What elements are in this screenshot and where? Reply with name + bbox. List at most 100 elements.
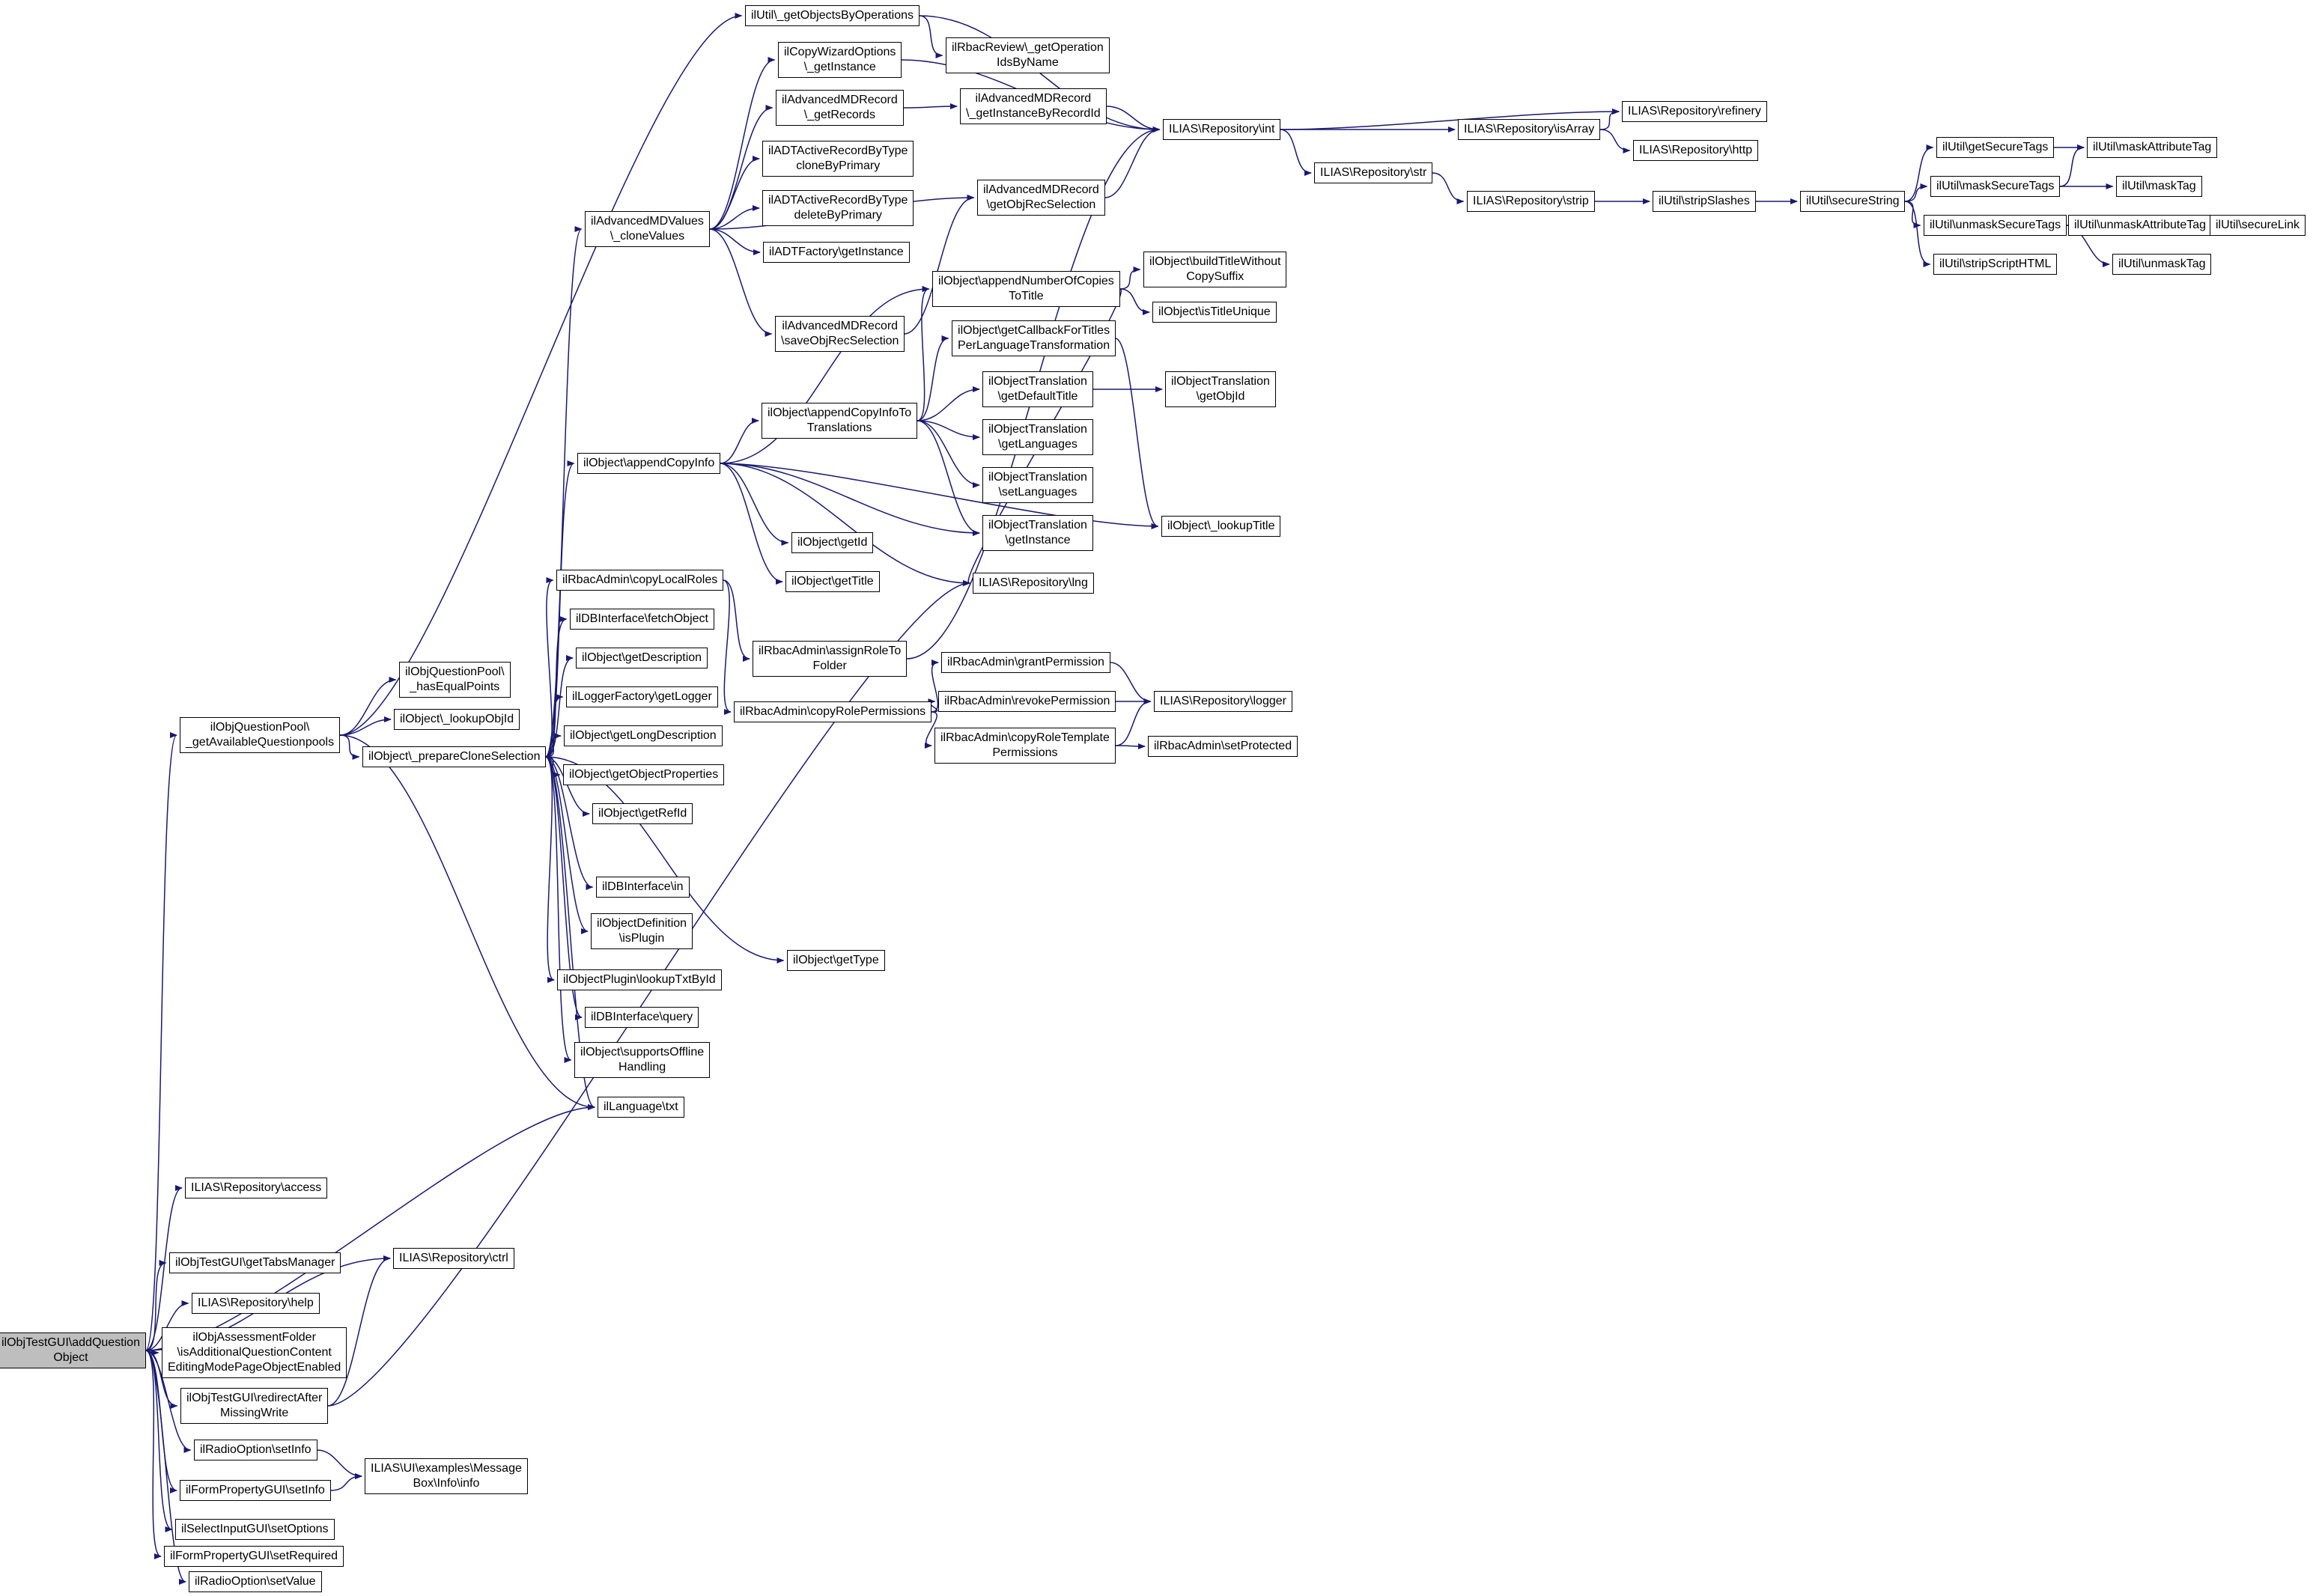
graph-node-n64[interactable]: ilRbacAdmin\setProtected bbox=[1148, 736, 1298, 757]
graph-node-n42[interactable]: ilObject\getTitle bbox=[785, 571, 880, 592]
graph-node-n1[interactable]: ilObjTestGUI\addQuestion Object bbox=[0, 1332, 146, 1368]
edge-n67-n69 bbox=[1599, 109, 1620, 130]
graph-node-n63[interactable]: ILIAS\Repository\logger bbox=[1154, 691, 1292, 712]
graph-node-n78[interactable]: ilUtil\maskTag bbox=[2116, 176, 2202, 197]
graph-node-n47[interactable]: ilAdvancedMDRecord \_getInstanceByRecord… bbox=[960, 88, 1107, 124]
graph-node-n14[interactable]: ilFormPropertyGUI\setRequired bbox=[164, 1546, 344, 1567]
graph-node-n52[interactable]: ilObjectTranslation \getLanguages bbox=[982, 419, 1093, 455]
edge-n40-n50 bbox=[917, 335, 949, 421]
edge-n5-n20 bbox=[545, 577, 554, 758]
edge-n35-n47 bbox=[903, 103, 958, 110]
edge-n20-n44 bbox=[723, 579, 732, 715]
edge-n49-n59 bbox=[1119, 266, 1141, 290]
edge-n19-n49 bbox=[720, 286, 930, 464]
graph-node-n58[interactable]: ilRbacAdmin\copyRoleTemplate Permissions bbox=[934, 728, 1116, 764]
graph-node-n49[interactable]: ilObject\appendNumberOfCopies ToTitle bbox=[932, 271, 1120, 307]
graph-node-n81[interactable]: ilUtil\secureLink bbox=[2210, 215, 2306, 236]
graph-node-n24[interactable]: ilObject\getLongDescription bbox=[564, 725, 723, 746]
graph-node-n27[interactable]: ilDBInterface\in bbox=[596, 877, 690, 898]
graph-node-n31[interactable]: ilObject\supportsOffline Handling bbox=[574, 1042, 711, 1078]
graph-node-n75[interactable]: ilUtil\unmaskSecureTags bbox=[1924, 215, 2067, 236]
graph-node-n4[interactable]: ilObject\_lookupObjId bbox=[394, 709, 520, 730]
graph-node-n57[interactable]: ilRbacAdmin\revokePermission bbox=[938, 691, 1116, 712]
graph-node-n74[interactable]: ilUtil\maskSecureTags bbox=[1930, 176, 2061, 197]
graph-node-n70[interactable]: ILIAS\Repository\http bbox=[1633, 140, 1759, 161]
graph-node-n44[interactable]: ilRbacAdmin\copyRolePermissions bbox=[734, 701, 932, 722]
graph-node-n51[interactable]: ilObjectTranslation \getDefaultTitle bbox=[982, 371, 1093, 407]
edge-n5-n29 bbox=[545, 756, 555, 983]
edge-n58-n63 bbox=[1115, 698, 1152, 746]
edge-n1-n7 bbox=[145, 1260, 167, 1351]
graph-node-n15[interactable]: ilRadioOption\setValue bbox=[189, 1571, 322, 1592]
graph-node-n37[interactable]: ilADTActiveRecordByType deleteByPrimary bbox=[762, 190, 914, 226]
graph-node-n77[interactable]: ilUtil\maskAttributeTag bbox=[2087, 137, 2218, 158]
graph-node-n20[interactable]: ilRbacAdmin\copyLocalRoles bbox=[556, 570, 724, 591]
edge-n5-n26 bbox=[545, 756, 590, 817]
graph-node-n60[interactable]: ilObject\isTitleUnique bbox=[1152, 302, 1277, 323]
graph-node-n41[interactable]: ilObject\getId bbox=[791, 532, 874, 553]
graph-node-n25[interactable]: ilObject\getObjectProperties bbox=[563, 764, 725, 785]
graph-node-n5[interactable]: ilObject\_prepareCloneSelection bbox=[362, 746, 547, 767]
graph-node-n23[interactable]: ilLoggerFactory\getLogger bbox=[566, 686, 718, 707]
graph-node-n40[interactable]: ilObject\appendCopyInfoTo Translations bbox=[762, 403, 918, 439]
graph-node-n50[interactable]: ilObject\getCallbackForTitles PerLanguag… bbox=[952, 320, 1116, 356]
graph-node-n18[interactable]: ilAdvancedMDValues \_cloneValues bbox=[585, 211, 710, 247]
graph-node-n46[interactable]: ilRbacReview\_getOperation IdsByName bbox=[946, 37, 1110, 73]
graph-node-n7[interactable]: ilObjTestGUI\getTabsManager bbox=[169, 1252, 341, 1273]
graph-node-n67[interactable]: ILIAS\Repository\isArray bbox=[1458, 119, 1601, 140]
graph-node-n30[interactable]: ilDBInterface\query bbox=[585, 1007, 699, 1028]
graph-node-n19[interactable]: ilObject\appendCopyInfo bbox=[577, 453, 721, 474]
graph-node-n8[interactable]: ILIAS\Repository\help bbox=[192, 1293, 320, 1314]
edge-n50-n62 bbox=[1115, 338, 1159, 529]
graph-node-n61[interactable]: ilObjectTranslation \getObjId bbox=[1165, 371, 1276, 407]
edge-n72-n75 bbox=[1904, 201, 1921, 228]
graph-node-n22[interactable]: ilObject\getDescription bbox=[576, 648, 708, 668]
graph-node-n35[interactable]: ilAdvancedMDRecord \_getRecords bbox=[776, 90, 904, 126]
graph-node-n9[interactable]: ilObjAssessmentFolder \isAdditionalQuest… bbox=[162, 1327, 347, 1378]
graph-node-n53[interactable]: ilObjectTranslation \setLanguages bbox=[982, 467, 1093, 503]
graph-node-n17[interactable]: ILIAS\UI\examples\Message Box\Info\info bbox=[365, 1458, 528, 1494]
graph-node-n48[interactable]: ilAdvancedMDRecord \getObjRecSelection bbox=[977, 180, 1105, 216]
graph-node-n28[interactable]: ilObjectDefinition \isPlugin bbox=[591, 913, 693, 949]
graph-node-n33[interactable]: ilUtil\_getObjectsByOperations bbox=[745, 5, 920, 26]
graph-node-n62[interactable]: ilObject\_lookupTitle bbox=[1161, 516, 1281, 537]
graph-node-n66[interactable]: ILIAS\Repository\str bbox=[1314, 162, 1433, 183]
graph-node-n71[interactable]: ilUtil\stripSlashes bbox=[1653, 191, 1756, 212]
graph-node-n6[interactable]: ILIAS\Repository\access bbox=[185, 1178, 328, 1198]
graph-node-n80[interactable]: ilUtil\unmaskTag bbox=[2112, 254, 2212, 275]
graph-node-n13[interactable]: ilSelectInputGUI\setOptions bbox=[175, 1519, 335, 1540]
graph-node-n59[interactable]: ilObject\buildTitleWithout CopySuffix bbox=[1143, 252, 1287, 287]
graph-node-n45[interactable]: ilObject\getType bbox=[787, 950, 885, 971]
graph-node-n38[interactable]: ilADTFactory\getInstance bbox=[763, 242, 910, 263]
graph-node-n21[interactable]: ilDBInterface\fetchObject bbox=[570, 609, 714, 630]
edge-n65-n69 bbox=[1280, 109, 1620, 130]
graph-node-n36[interactable]: ilADTActiveRecordByType cloneByPrimary bbox=[762, 141, 914, 177]
edge-n19-n42 bbox=[720, 463, 783, 585]
graph-node-n68[interactable]: ILIAS\Repository\strip bbox=[1467, 191, 1595, 212]
graph-node-n10[interactable]: ilObjTestGUI\redirectAfter MissingWrite bbox=[180, 1388, 329, 1424]
graph-node-n39[interactable]: ilAdvancedMDRecord \saveObjRecSelection bbox=[775, 316, 905, 352]
graph-node-n72[interactable]: ilUtil\secureString bbox=[1800, 191, 1906, 212]
graph-node-n16[interactable]: ILIAS\Repository\ctrl bbox=[393, 1248, 514, 1269]
graph-node-n65[interactable]: ILIAS\Repository\int bbox=[1163, 119, 1281, 140]
graph-node-n32[interactable]: ilLanguage\txt bbox=[598, 1097, 684, 1118]
graph-node-n11[interactable]: ilRadioOption\setInfo bbox=[194, 1440, 317, 1461]
graph-node-n54[interactable]: ilObjectTranslation \getInstance bbox=[982, 515, 1093, 551]
edge-n39-n48 bbox=[904, 195, 975, 335]
graph-node-n69[interactable]: ILIAS\Repository\refinery bbox=[1622, 101, 1767, 122]
edge-n18-n39 bbox=[709, 228, 773, 337]
edge-n40-n51 bbox=[917, 386, 980, 421]
graph-node-n34[interactable]: ilCopyWizardOptions \_getInstance bbox=[778, 42, 902, 78]
graph-node-n26[interactable]: ilObject\getRefId bbox=[592, 803, 693, 824]
edge-n18-n36 bbox=[709, 156, 760, 230]
graph-node-n79[interactable]: ilUtil\unmaskAttributeTag bbox=[2068, 215, 2213, 236]
graph-node-n76[interactable]: ilUtil\stripScriptHTML bbox=[1933, 254, 2058, 275]
graph-node-n2[interactable]: ilObjQuestionPool\ _getAvailableQuestion… bbox=[180, 717, 341, 753]
graph-node-n56[interactable]: ilRbacAdmin\grantPermission bbox=[941, 652, 1110, 673]
graph-node-n29[interactable]: ilObjectPlugin\lookupTxtById bbox=[557, 969, 722, 990]
graph-node-n55[interactable]: ILIAS\Repository\lng bbox=[973, 573, 1094, 594]
graph-node-n12[interactable]: ilFormPropertyGUI\setInfo bbox=[180, 1480, 331, 1501]
graph-node-n43[interactable]: ilRbacAdmin\assignRoleTo Folder bbox=[753, 641, 908, 677]
graph-node-n3[interactable]: ilObjQuestionPool\ _hasEqualPoints bbox=[399, 662, 511, 698]
graph-node-n73[interactable]: ilUtil\getSecureTags bbox=[1936, 137, 2055, 158]
